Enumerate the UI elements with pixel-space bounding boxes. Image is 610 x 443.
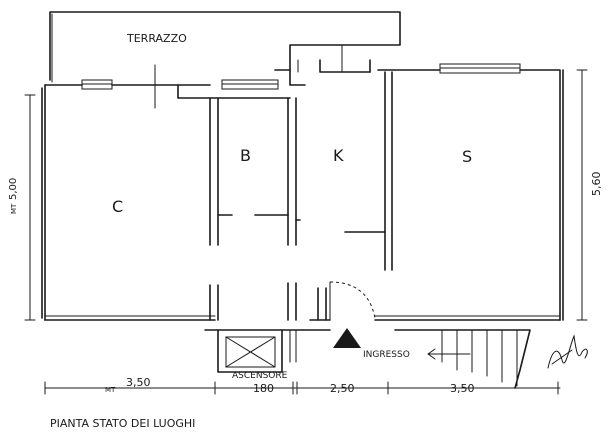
entrance-arrow [333, 328, 471, 360]
dimension-seg4: 3,50 [450, 382, 475, 395]
right-height-dimension: 5,60 [590, 172, 603, 197]
windows [81, 44, 521, 109]
outer-walls [41, 59, 564, 321]
staircase [394, 329, 531, 389]
elevator-shaft [204, 329, 331, 373]
kitchen-label: K [333, 146, 344, 165]
bedroom-label: C [112, 197, 123, 216]
entrance-label: INGRESSO [363, 350, 410, 360]
dimension-lines [24, 69, 588, 395]
seg1-prefix: MT [105, 386, 116, 394]
dimension-seg1: 3,50 [126, 376, 151, 389]
architect-signature [547, 334, 588, 369]
dimension-seg3: 2,50 [330, 382, 355, 395]
left-height-prefix: MT [10, 203, 18, 214]
bathroom-label: B [240, 146, 251, 165]
left-height-dimension: 5,00 [8, 178, 19, 200]
plan-caption: PIANTA STATO DEI LUOGHI [50, 417, 195, 430]
interior-walls [209, 71, 393, 321]
terrace-label: TERRAZZO [126, 32, 187, 45]
elevator-label: ASCENSORE [232, 371, 288, 381]
entrance-door [329, 281, 376, 321]
living-room-label: S [462, 147, 472, 166]
dimension-seg2: 180 [253, 382, 274, 395]
